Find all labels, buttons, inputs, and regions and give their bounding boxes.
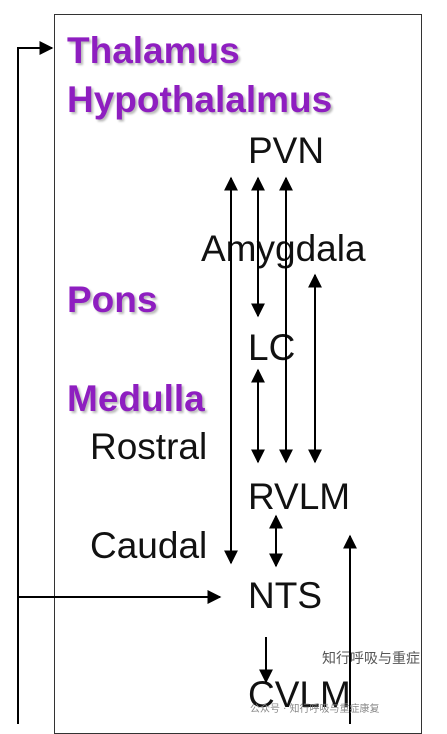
- region-thalamus: Thalamus: [67, 30, 240, 71]
- feedback-loop-arrow: [17, 41, 54, 724]
- node-pvn: PVN: [248, 130, 325, 171]
- watermark-bottom: 公众号 · 知行呼吸与重症康复: [250, 704, 380, 715]
- region-pons: Pons: [67, 279, 158, 320]
- region-hypothalamus: Hypothalalmus: [67, 79, 333, 120]
- node-nts: NTS: [248, 575, 322, 616]
- watermark-main: 知行呼吸与重症: [322, 651, 420, 667]
- subregion-rostral: Rostral: [90, 426, 208, 467]
- node-rvlm: RVLM: [248, 476, 351, 517]
- region-medulla: Medulla: [67, 378, 205, 419]
- subregion-caudal: Caudal: [90, 525, 208, 566]
